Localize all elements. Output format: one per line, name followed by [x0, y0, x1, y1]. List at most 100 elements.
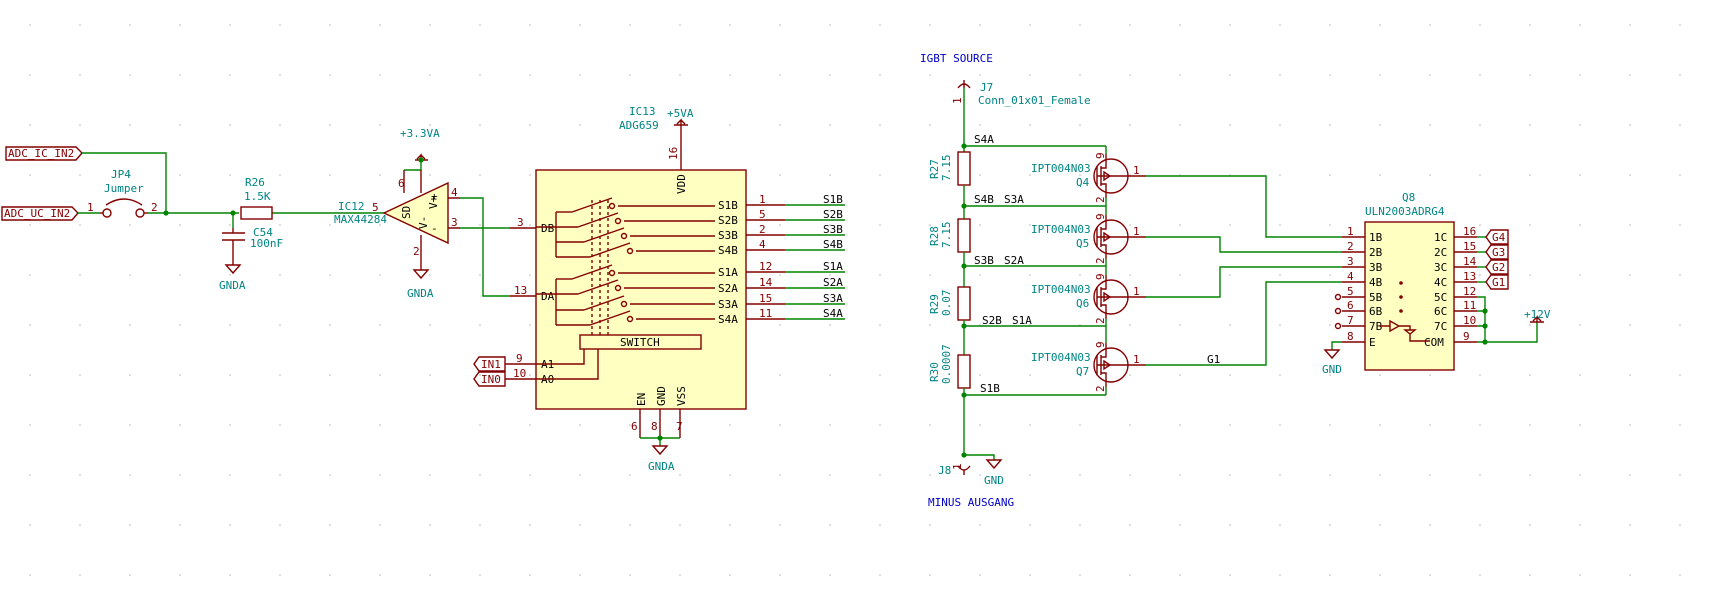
net-s1b: S1B — [980, 382, 1000, 395]
svg-text:15: 15 — [759, 292, 772, 305]
svg-text:VSS: VSS — [675, 386, 688, 406]
svg-text:2B: 2B — [1369, 246, 1383, 259]
resistor-r29[interactable] — [957, 286, 971, 321]
svg-text:14: 14 — [759, 276, 773, 289]
resistor-value: 0.07 — [940, 290, 953, 317]
svg-text:4: 4 — [1347, 270, 1354, 283]
gate-label-g2[interactable] — [1485, 259, 1509, 275]
svg-text:6B: 6B — [1369, 305, 1383, 318]
jp4-jumper[interactable]: JP4 Jumper 1 2 — [87, 168, 158, 218]
mosfet-value: IPT004N03 — [1031, 283, 1091, 296]
svg-text:2: 2 — [1094, 257, 1107, 264]
j7-connector[interactable]: J7 Conn_01x01_Female 1 — [951, 80, 1091, 108]
resistor-value: 7.15 — [940, 222, 953, 249]
svg-text:4: 4 — [759, 238, 766, 251]
resistor-value: 0.0007 — [940, 344, 953, 384]
j7-value: Conn_01x01_Female — [978, 94, 1091, 107]
net-label-s1b: S1B — [823, 193, 843, 206]
svg-text:7: 7 — [1347, 314, 1354, 327]
plus-3v3a-label: +3.3VA — [400, 127, 440, 140]
svg-text:5B: 5B — [1369, 291, 1383, 304]
net-label-s3a: S3A — [823, 292, 843, 305]
svg-text:2: 2 — [1094, 385, 1107, 392]
net-label-s2a: S2A — [823, 276, 843, 289]
gnd-q8: GND — [1322, 363, 1342, 376]
svg-text:3B: 3B — [1369, 261, 1383, 274]
ic13-mux[interactable]: IC13 ADG659 +5VA 16 VDD 3 DB 13 DA 9 A1 … — [505, 105, 845, 473]
mosfet-ref: Q4 — [1076, 176, 1090, 189]
svg-text:7: 7 — [676, 420, 683, 433]
c54-value: 100nF — [250, 237, 283, 250]
net-label-s1a: S1A — [823, 260, 843, 273]
ic13-pin-s4a: S4A — [718, 313, 738, 326]
svg-text:12: 12 — [759, 260, 772, 273]
svg-text:+: + — [431, 190, 438, 203]
svg-text:3C: 3C — [1434, 261, 1447, 274]
in0-label[interactable]: IN0 — [473, 371, 506, 387]
svg-text:COM: COM — [1424, 336, 1444, 349]
resistor-r27[interactable] — [957, 151, 971, 186]
svg-text:2: 2 — [759, 223, 766, 236]
resistor-r30[interactable] — [957, 354, 971, 389]
j8-connector[interactable]: J8 1 GND — [938, 452, 1004, 487]
svg-text:10: 10 — [1463, 314, 1476, 327]
svg-text:IN0: IN0 — [481, 373, 501, 386]
svg-text:E: E — [1369, 336, 1376, 349]
gate-label-g4[interactable] — [1485, 229, 1509, 245]
svg-text:9: 9 — [1094, 152, 1107, 159]
svg-text:6: 6 — [631, 420, 638, 433]
svg-text:SD: SD — [400, 206, 413, 219]
mosfet-ref: Q6 — [1076, 297, 1089, 310]
svg-text:6: 6 — [398, 177, 405, 190]
mosfet-array: 921IPT004N03Q4921IPT004N03Q5921IPT004N03… — [1031, 146, 1146, 395]
svg-text:8: 8 — [651, 420, 658, 433]
q8-ref: Q8 — [1402, 191, 1415, 204]
svg-text:5: 5 — [1347, 285, 1354, 298]
mosfet-value: IPT004N03 — [1031, 223, 1091, 236]
ic13-switch-matrix — [536, 197, 715, 335]
svg-text:5: 5 — [372, 201, 379, 214]
gate-label-g3[interactable] — [1485, 244, 1509, 260]
svg-text:3: 3 — [517, 216, 524, 229]
adc-ic-in2-label[interactable]: ADC_IC_IN2 — [5, 146, 83, 161]
ic12-opamp[interactable]: +3.3VA IC12 MAX44284 5 6 4 3 2 SD V- V+ … — [334, 127, 460, 300]
resistor-ref: R28 — [928, 226, 941, 246]
svg-text:2: 2 — [1094, 196, 1107, 203]
svg-text:7C: 7C — [1434, 320, 1447, 333]
gate-label-g1[interactable] — [1485, 274, 1509, 290]
svg-text:11: 11 — [759, 307, 772, 320]
ic13-pin-s2b: S2B — [718, 214, 738, 227]
resistor-ref: R29 — [928, 294, 941, 314]
j7-ref: J7 — [980, 81, 993, 94]
svg-text:GND: GND — [655, 386, 668, 406]
svg-text:1: 1 — [951, 97, 964, 104]
ic13-pin-s1a: S1A — [718, 266, 738, 279]
net-s3a: S3A — [1004, 193, 1024, 206]
net-label-s3b: S3B — [823, 223, 843, 236]
net-label-s4a: S4A — [823, 307, 843, 320]
svg-text:9: 9 — [1463, 330, 1470, 343]
svg-text:16: 16 — [667, 147, 680, 160]
svg-text:13: 13 — [514, 284, 527, 297]
ic13-pin-s3a: S3A — [718, 298, 738, 311]
svg-text:1: 1 — [1133, 353, 1140, 366]
adc-uc-in2-label[interactable]: ADC_UC_IN2 — [1, 206, 79, 221]
svg-text:9: 9 — [516, 352, 523, 365]
svg-text:13: 13 — [1463, 270, 1476, 283]
c54-capacitor[interactable]: C54 100nF GNDA — [219, 226, 283, 292]
svg-text:12: 12 — [1463, 285, 1476, 298]
ic13-ref: IC13 — [629, 105, 656, 118]
mosfet-value: IPT004N03 — [1031, 351, 1091, 364]
resistor-r28[interactable] — [957, 218, 971, 253]
svg-text:1: 1 — [1133, 164, 1140, 177]
r26-resistor[interactable]: R26 1.5K — [240, 176, 273, 220]
net-s2b: S2B — [982, 314, 1002, 327]
svg-text:2: 2 — [1347, 240, 1354, 253]
in1-label[interactable]: IN1 — [473, 356, 506, 372]
